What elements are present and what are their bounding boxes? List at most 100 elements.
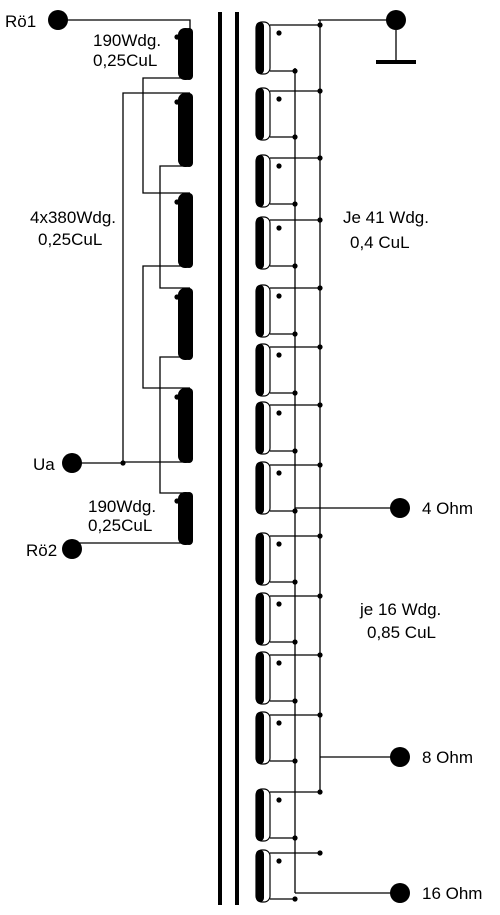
secondary-winding-8 bbox=[255, 461, 282, 515]
polarity-dot bbox=[276, 410, 282, 416]
lower-secondary-wire: 0,85 CuL bbox=[367, 623, 436, 642]
polarity-dot bbox=[174, 34, 180, 40]
output-label-4-ohm: 4 Ohm bbox=[422, 499, 473, 518]
secondary-winding-12 bbox=[255, 711, 282, 765]
terminal-label-ua: Ua bbox=[33, 455, 55, 474]
junction-dot bbox=[317, 789, 323, 795]
terminal-ro1[interactable] bbox=[48, 10, 68, 30]
polarity-dot bbox=[276, 797, 282, 803]
junction-dot bbox=[292, 758, 298, 764]
junction-dot bbox=[292, 835, 298, 841]
junction-dot bbox=[292, 579, 298, 585]
polarity-dot bbox=[276, 293, 282, 299]
primary-winding-3 bbox=[174, 193, 193, 268]
junction-dot bbox=[120, 460, 126, 466]
polarity-dot bbox=[276, 660, 282, 666]
primary-coils bbox=[174, 28, 193, 545]
primary-winding-bar bbox=[185, 492, 193, 545]
junction-dot bbox=[292, 201, 298, 207]
secondary-winding-bar bbox=[256, 155, 264, 207]
primary-winding-bar bbox=[185, 288, 193, 360]
lower-secondary-turns: je 16 Wdg. bbox=[359, 600, 441, 619]
secondary-winding-bar bbox=[256, 652, 264, 704]
junction-dot bbox=[292, 68, 298, 74]
polarity-dot bbox=[276, 225, 282, 231]
terminal-ua[interactable] bbox=[62, 453, 82, 473]
secondary-winding-9 bbox=[255, 532, 282, 586]
polarity-dot bbox=[174, 394, 180, 400]
secondary-winding-14 bbox=[255, 849, 282, 903]
upper-secondary-turns: Je 41 Wdg. bbox=[343, 208, 429, 227]
junction-dot bbox=[317, 712, 323, 718]
primary-winding-bar bbox=[185, 93, 193, 167]
junction-dot bbox=[292, 698, 298, 704]
junction-dot bbox=[317, 533, 323, 539]
secondary-winding-11 bbox=[255, 651, 282, 705]
junction-dot bbox=[292, 448, 298, 454]
polarity-dot bbox=[276, 858, 282, 864]
junction-dot bbox=[292, 508, 298, 514]
junction-dot bbox=[317, 593, 323, 599]
junction-dot bbox=[317, 22, 323, 28]
junction-dot bbox=[317, 285, 323, 291]
junction-dot bbox=[292, 134, 298, 140]
secondary-winding-bar bbox=[256, 88, 264, 140]
primary-wiring bbox=[60, 19, 191, 544]
terminal-ro2[interactable] bbox=[62, 539, 82, 559]
secondary-winding-3 bbox=[255, 154, 282, 208]
polarity-dot bbox=[276, 720, 282, 726]
junction-dot bbox=[292, 896, 298, 902]
secondary-winding-bar bbox=[256, 402, 264, 454]
secondary-winding-bar bbox=[256, 462, 264, 514]
secondary-winding-bar bbox=[256, 22, 264, 74]
secondary-winding-1 bbox=[255, 21, 282, 75]
middle-windings-wire: 0,25CuL bbox=[38, 230, 102, 249]
secondary-winding-bar bbox=[256, 217, 264, 269]
polarity-dot bbox=[276, 96, 282, 102]
top-winding-turns: 190Wdg. bbox=[93, 31, 161, 50]
secondary-winding-bar bbox=[256, 712, 264, 764]
bottom-winding-wire: 0,25CuL bbox=[88, 516, 152, 535]
output-terminals bbox=[295, 498, 410, 903]
primary-winding-bar bbox=[185, 388, 193, 463]
terminal-8-ohm[interactable] bbox=[390, 747, 410, 767]
secondary-winding-bar bbox=[256, 533, 264, 585]
bottom-winding-turns: 190Wdg. bbox=[88, 497, 156, 516]
polarity-dot bbox=[276, 30, 282, 36]
polarity-dot bbox=[276, 601, 282, 607]
junction-dot bbox=[317, 344, 323, 350]
upper-secondary-wire: 0,4 CuL bbox=[350, 233, 410, 252]
junction-dot bbox=[317, 88, 323, 94]
primary-winding-2 bbox=[174, 93, 193, 167]
polarity-dot bbox=[174, 498, 180, 504]
junction-dot bbox=[292, 263, 298, 269]
secondary-winding-13 bbox=[255, 788, 282, 842]
secondary-winding-bar bbox=[256, 285, 264, 337]
secondary-winding-4 bbox=[255, 216, 282, 270]
polarity-dot bbox=[174, 294, 180, 300]
primary-winding-1 bbox=[174, 28, 193, 80]
secondary-winding-bar bbox=[256, 593, 264, 645]
primary-winding-bar bbox=[185, 193, 193, 268]
terminal-16-ohm[interactable] bbox=[390, 883, 410, 903]
output-label-16-ohm: 16 Ohm bbox=[422, 884, 482, 903]
primary-winding-4 bbox=[174, 288, 193, 360]
top-winding-wire: 0,25CuL bbox=[93, 51, 157, 70]
secondary-winding-10 bbox=[255, 592, 282, 646]
terminal-label-ro1: Rö1 bbox=[5, 12, 36, 31]
junction-dot bbox=[292, 390, 298, 396]
output-label-8-ohm: 8 Ohm bbox=[422, 748, 473, 767]
secondary-winding-bar bbox=[256, 789, 264, 841]
terminal-4-ohm[interactable] bbox=[390, 498, 410, 518]
junction-dot bbox=[317, 155, 323, 161]
junction-dot bbox=[317, 850, 323, 856]
secondary-winding-bar bbox=[256, 850, 264, 902]
polarity-dot bbox=[276, 352, 282, 358]
junction-dot bbox=[317, 402, 323, 408]
polarity-dot bbox=[174, 99, 180, 105]
junction-dot bbox=[292, 331, 298, 337]
secondary-winding-5 bbox=[255, 284, 282, 338]
secondary-winding-2 bbox=[255, 87, 282, 141]
secondary-winding-bar bbox=[256, 344, 264, 396]
polarity-dot bbox=[174, 199, 180, 205]
